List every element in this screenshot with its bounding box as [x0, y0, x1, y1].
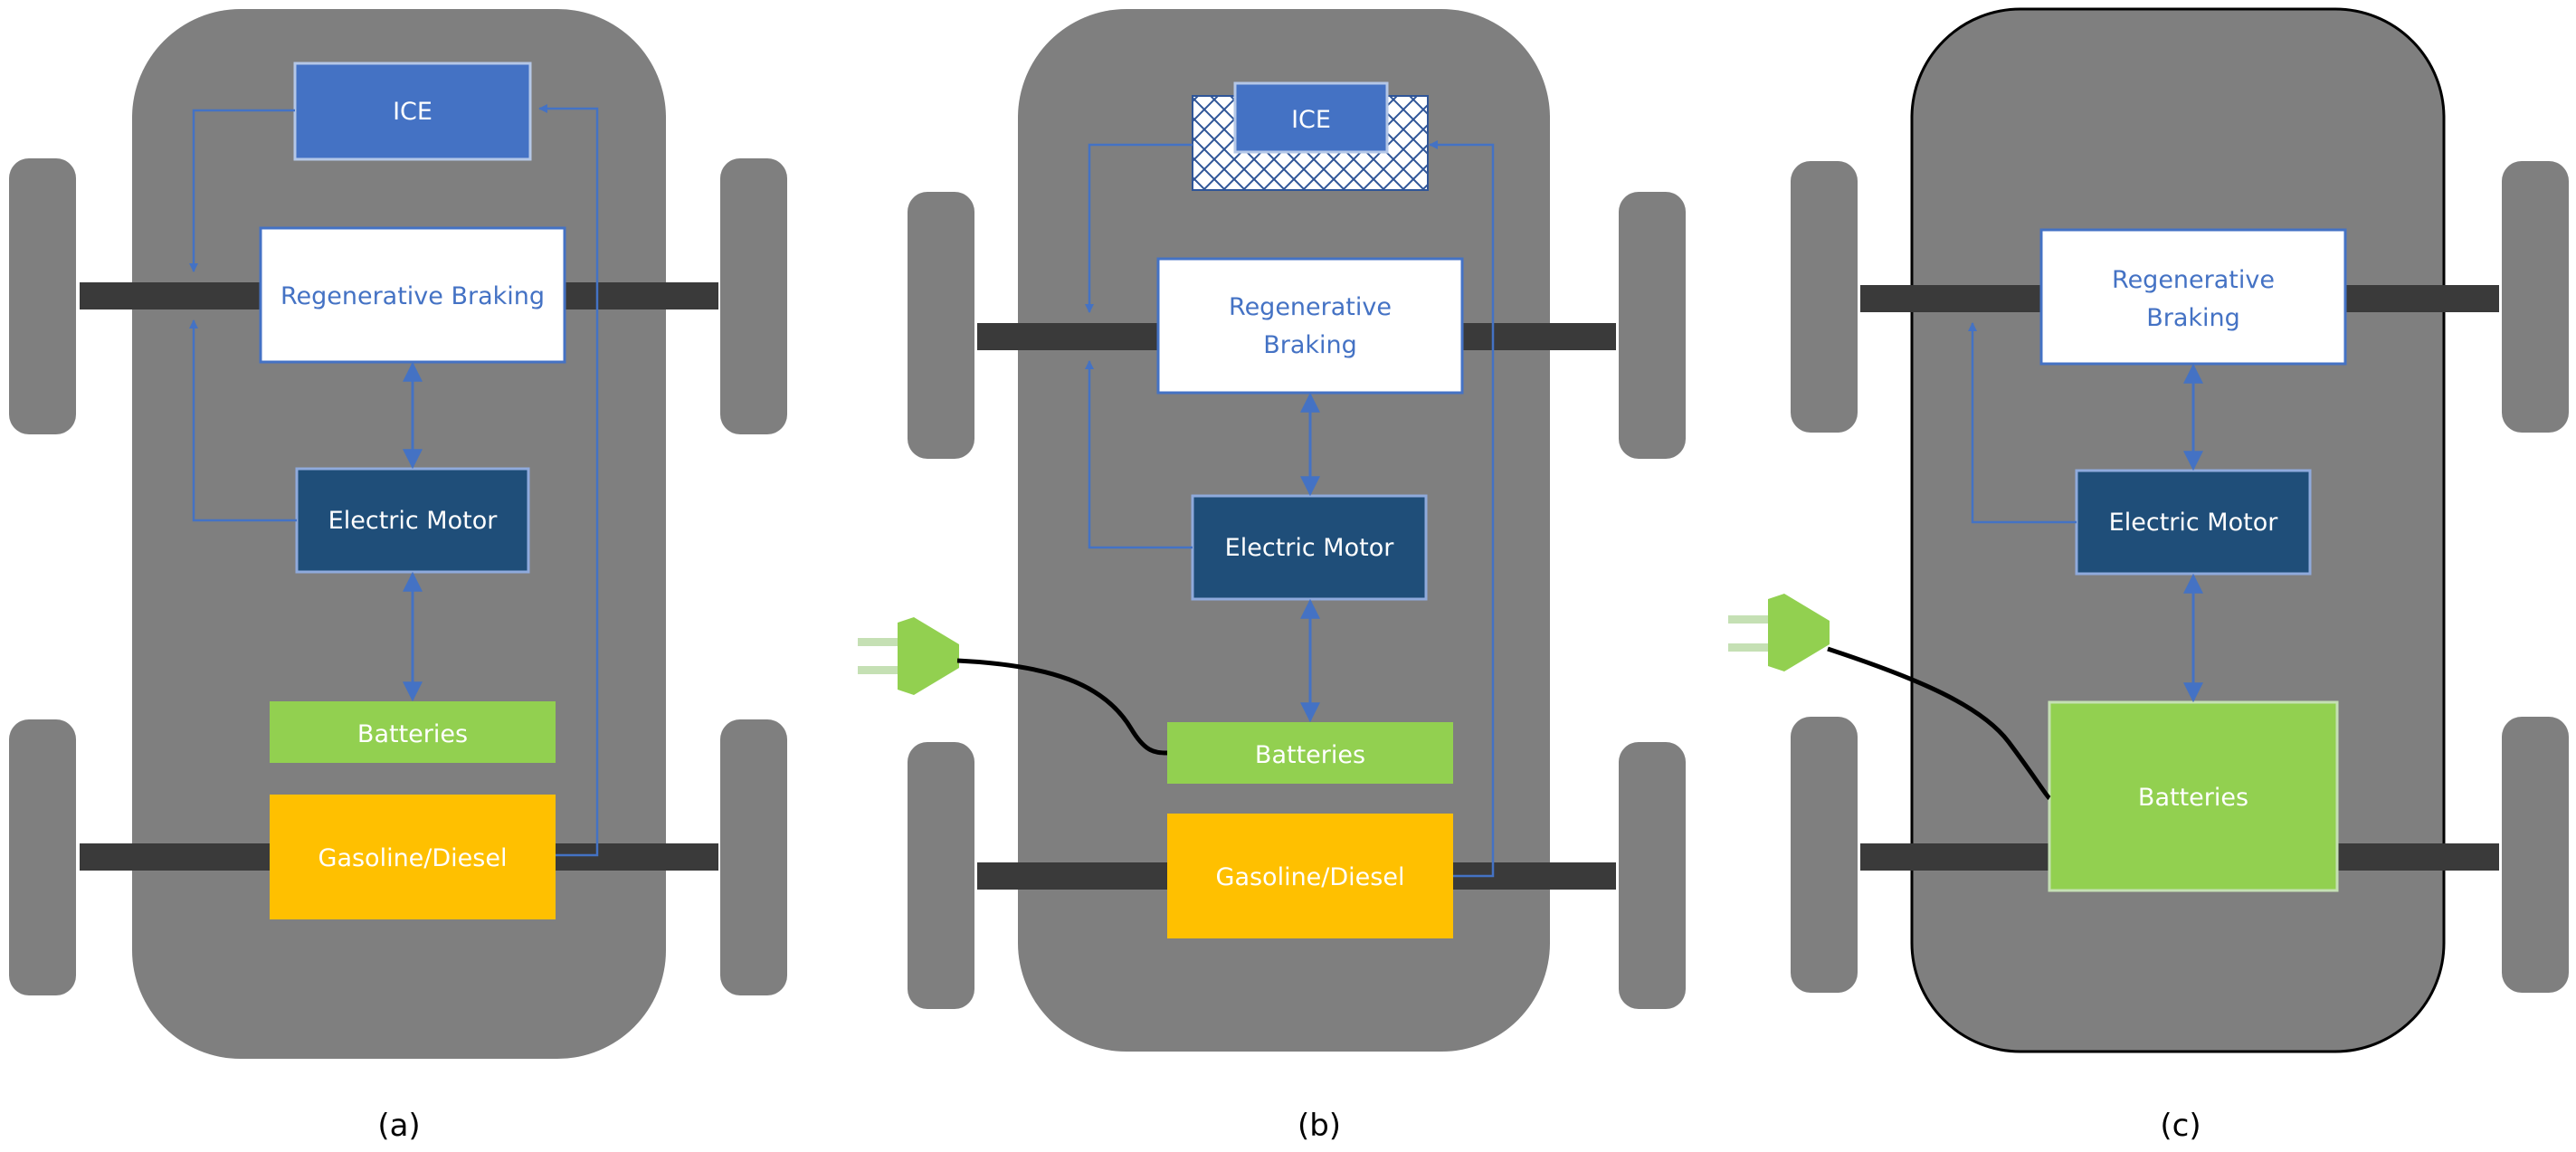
- panel-c-caption: (c): [2160, 1108, 2201, 1144]
- batteries-box: [270, 701, 556, 763]
- regenerative-braking-label-line1: Regenerative: [2112, 266, 2275, 294]
- wheel-rear-left: [908, 742, 974, 1009]
- wheel-rear-left: [9, 719, 76, 995]
- charging-cable: [956, 658, 1168, 756]
- ice-label: ICE: [1291, 106, 1331, 134]
- charging-cable: [1827, 646, 2051, 801]
- regenerative-braking-label: Regenerative Braking: [280, 282, 545, 310]
- charging-plug-icon: [858, 617, 959, 695]
- panel-b-caption: (b): [1298, 1108, 1341, 1144]
- wheel-front-right: [1619, 192, 1686, 459]
- panel-c: Regenerative Braking Electric Motor Batt…: [1728, 7, 2569, 1144]
- fuel-tank-label: Gasoline/Diesel: [1216, 863, 1405, 891]
- wheel-rear-right: [720, 719, 787, 995]
- ice-to-axle-arrow: [189, 109, 295, 272]
- regenerative-braking-box: [259, 226, 566, 364]
- regenerative-braking-box: [1156, 257, 1464, 395]
- fuel-tank-box: [270, 795, 556, 919]
- ice-to-axle-arrow: [1085, 143, 1193, 313]
- wheel-rear-right: [1619, 742, 1686, 1009]
- ice-label: ICE: [393, 98, 433, 126]
- batteries-box: [1167, 722, 1453, 784]
- wheel-rear-left: [1791, 717, 1858, 993]
- ice-box: [1233, 81, 1389, 154]
- fuel-to-ice-arrow: [538, 104, 599, 857]
- wheel-front-left: [908, 192, 974, 459]
- batteries-label: Batteries: [1255, 741, 1365, 769]
- batteries-box: [2048, 700, 2339, 892]
- panel-a-caption: (a): [377, 1108, 420, 1144]
- wheel-front-right: [720, 158, 787, 434]
- regenerative-braking-label-line2: Braking: [2146, 304, 2240, 332]
- electric-motor-label: Electric Motor: [2109, 509, 2279, 537]
- panel-a: ICE Regenerative Braking Electric Motor …: [9, 9, 787, 1144]
- electric-motor-label: Electric Motor: [328, 507, 499, 535]
- batteries-label: Batteries: [2138, 784, 2248, 812]
- electric-motor-label: Electric Motor: [1225, 534, 1395, 562]
- regenerative-braking-label-line2: Braking: [1263, 331, 1357, 359]
- wheel-rear-right: [2502, 717, 2569, 993]
- fuel-tank-box: [1167, 814, 1453, 938]
- ice-box: [293, 62, 532, 161]
- electric-motor-box: [2075, 469, 2312, 576]
- fuel-to-ice-arrow: [1429, 140, 1495, 878]
- wheel-front-left: [1791, 161, 1858, 433]
- charging-plug-icon: [1728, 594, 1830, 671]
- panel-b: ICE Regenerative Braking Electric Motor …: [858, 9, 1686, 1144]
- batteries-label: Batteries: [357, 720, 468, 748]
- motor-to-axle-arrow: [189, 319, 297, 522]
- wheel-front-right: [2502, 161, 2569, 433]
- regenerative-braking-box: [2039, 228, 2347, 366]
- motor-to-axle-arrow: [1085, 360, 1193, 549]
- wheel-front-left: [9, 158, 76, 434]
- fuel-tank-label: Gasoline/Diesel: [318, 844, 508, 872]
- motor-to-axle-arrow: [1968, 322, 2077, 524]
- regenerative-braking-label-line1: Regenerative: [1229, 293, 1392, 321]
